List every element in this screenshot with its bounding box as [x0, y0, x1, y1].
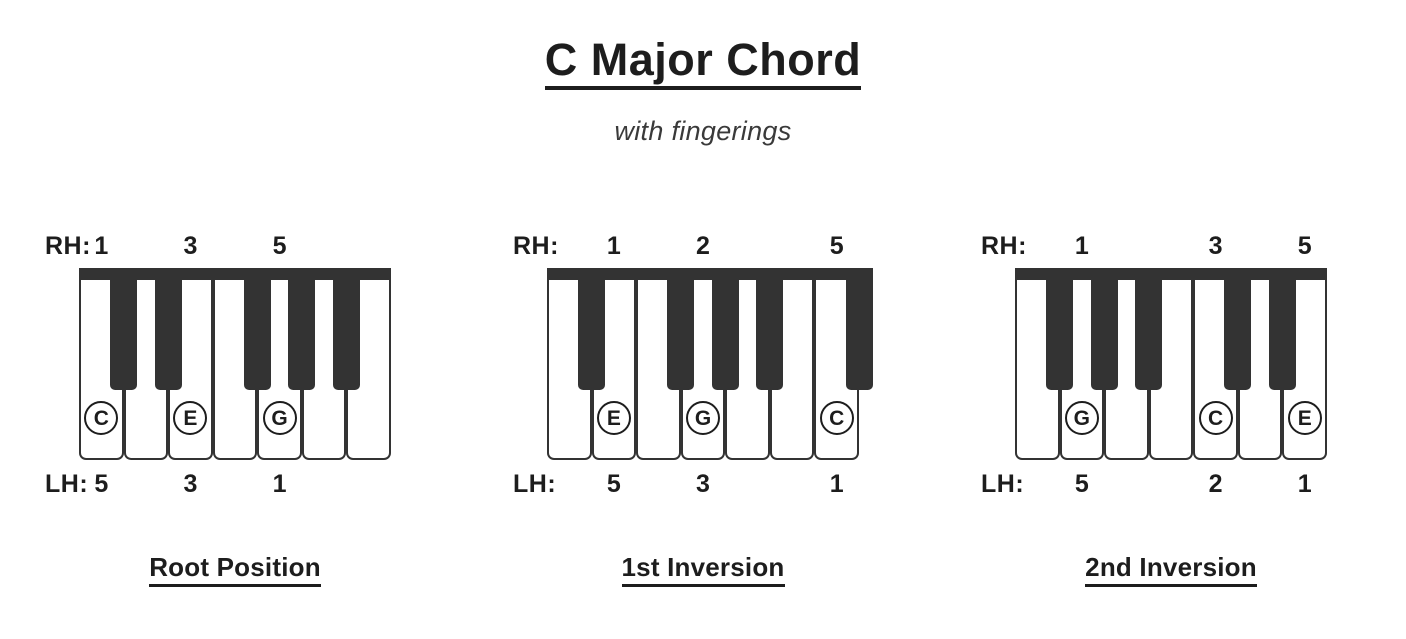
note-marker-g[interactable]: G [1064, 401, 1099, 435]
black-key[interactable] [1046, 268, 1074, 390]
left-hand-label: LH: [513, 470, 557, 498]
black-key[interactable] [578, 268, 606, 390]
black-key[interactable] [845, 268, 873, 390]
left-hand-label: LH: [45, 470, 89, 498]
diagram-caption: Root Position [1, 552, 469, 587]
note-marker-g[interactable]: G [686, 401, 720, 435]
right-hand-label: RH: [513, 232, 559, 260]
left-hand-label: LH: [981, 470, 1025, 498]
lh-finger-number: 3 [696, 470, 710, 498]
keyboard-top-bar [79, 268, 391, 280]
rh-finger-number: 1 [94, 232, 109, 260]
keyboard-top-bar [1015, 268, 1327, 280]
black-key[interactable] [1090, 268, 1118, 390]
diagram-caption-text: 2nd Inversion [1085, 552, 1257, 587]
rh-finger-number: 2 [696, 232, 710, 260]
rh-finger-number: 5 [1297, 232, 1312, 260]
black-key[interactable] [756, 268, 784, 390]
rh-finger-number: 3 [183, 232, 198, 260]
black-key[interactable] [110, 268, 138, 390]
diagram-caption: 1st Inversion [469, 552, 937, 587]
black-key[interactable] [1135, 268, 1163, 390]
black-key[interactable] [711, 268, 739, 390]
rh-finger-number: 1 [606, 232, 621, 260]
note-marker-g[interactable]: G [262, 401, 297, 435]
diagram-caption-text: 1st Inversion [621, 552, 785, 587]
page-title-wrap: C Major Chord [0, 0, 1406, 90]
rh-finger-number: 1 [1074, 232, 1089, 260]
lh-finger-number: 5 [94, 470, 109, 498]
note-marker-c[interactable]: C [84, 401, 119, 435]
right-hand-label: RH: [45, 232, 91, 260]
lh-finger-number: 1 [272, 470, 287, 498]
note-marker-e[interactable]: E [596, 401, 631, 435]
lh-finger-number: 1 [829, 470, 844, 498]
rh-finger-number: 5 [829, 232, 844, 260]
right-hand-fingering-row: RH: 1 3 5 [981, 232, 1361, 268]
page-subtitle: with fingerings [614, 115, 792, 146]
keyboard-top-bar [547, 268, 859, 280]
note-marker-c[interactable]: C [1198, 401, 1233, 435]
right-hand-fingering-row: RH: 1 2 5 [513, 232, 893, 268]
left-hand-fingering-row: LH: 5 2 1 [981, 470, 1361, 506]
black-key[interactable] [154, 268, 182, 390]
lh-finger-number: 2 [1208, 470, 1223, 498]
left-hand-fingering-row: LH: 5 3 1 [513, 470, 893, 506]
lh-finger-number: 5 [606, 470, 621, 498]
note-marker-e[interactable]: E [1287, 401, 1322, 435]
lh-finger-number: 3 [183, 470, 198, 498]
left-hand-fingering-row: LH:5 3 1 [45, 470, 425, 506]
note-marker-e[interactable]: E [173, 401, 208, 435]
right-hand-fingering-row: RH:1 3 5 [45, 232, 425, 268]
right-hand-label: RH: [981, 232, 1027, 260]
black-key[interactable] [243, 268, 271, 390]
black-key[interactable] [332, 268, 360, 390]
lh-finger-number: 5 [1074, 470, 1089, 498]
black-key[interactable] [1224, 268, 1252, 390]
black-key[interactable] [288, 268, 316, 390]
black-key[interactable] [1268, 268, 1296, 390]
rh-finger-number: 3 [1208, 232, 1223, 260]
page-title: C Major Chord [544, 0, 862, 90]
note-marker-c[interactable]: C [819, 401, 854, 435]
black-key[interactable] [667, 268, 695, 390]
page-header: C Major Chord with fingerings [0, 0, 1406, 147]
diagram-caption: 2nd Inversion [937, 552, 1405, 587]
diagram-caption-text: Root Position [149, 552, 321, 587]
lh-finger-number: 1 [1297, 470, 1312, 498]
rh-finger-number: 5 [272, 232, 287, 260]
